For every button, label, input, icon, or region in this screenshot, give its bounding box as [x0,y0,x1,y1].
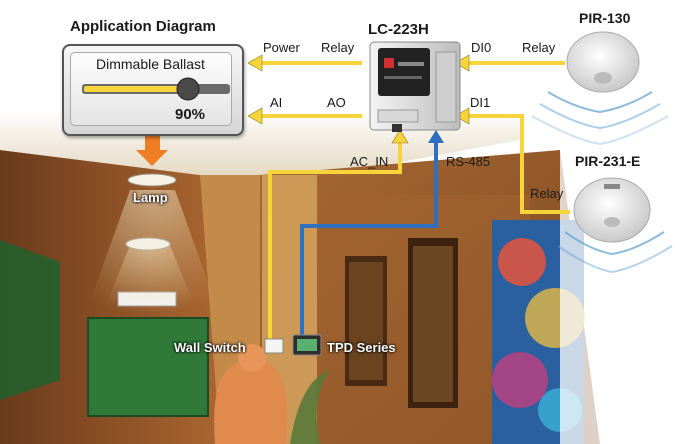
di0-port-label: DI0 [471,40,492,55]
room-background [0,100,675,444]
pir231-sensor-icon [557,177,673,274]
pir130-sensor-icon [531,31,669,146]
di1-port-label: DI1 [470,95,491,110]
rs485-arrowhead [428,130,444,143]
lamp-label: Lamp [133,190,168,205]
wall-switch-icon [264,338,284,354]
rs485-wire [300,138,438,340]
wall-switch-label: Wall Switch [174,340,246,355]
tpd-screen [297,339,317,351]
diagram-title: Application Diagram [70,18,216,35]
rs485-port-label: RS-485 [446,154,491,169]
ai-port-label: AI [270,95,283,110]
ballast-to-lamp-arrow [136,136,168,166]
pir130-label: PIR-130 [579,10,631,26]
relay-mid-port-label: Relay [530,186,564,201]
ao-port-label: AO [327,95,346,110]
lc223h-controller [369,41,461,132]
pir231-label: PIR-231-E [575,153,641,169]
signal-wires [262,61,570,346]
relay-left-port-label: Relay [321,40,355,55]
ballast-level-text: 90% [175,106,206,123]
tpd-series-label: TPD Series [327,340,396,355]
ac-in-port-label: AC_IN [350,154,389,169]
lamp-icon [127,173,177,187]
controller-title: LC-223H [368,21,429,38]
ballast-title: Dimmable Ballast [96,56,205,72]
power-port-label: Power [263,40,300,55]
wire-arrowheads [247,54,470,144]
relay-top-port-label: Relay [522,40,556,55]
